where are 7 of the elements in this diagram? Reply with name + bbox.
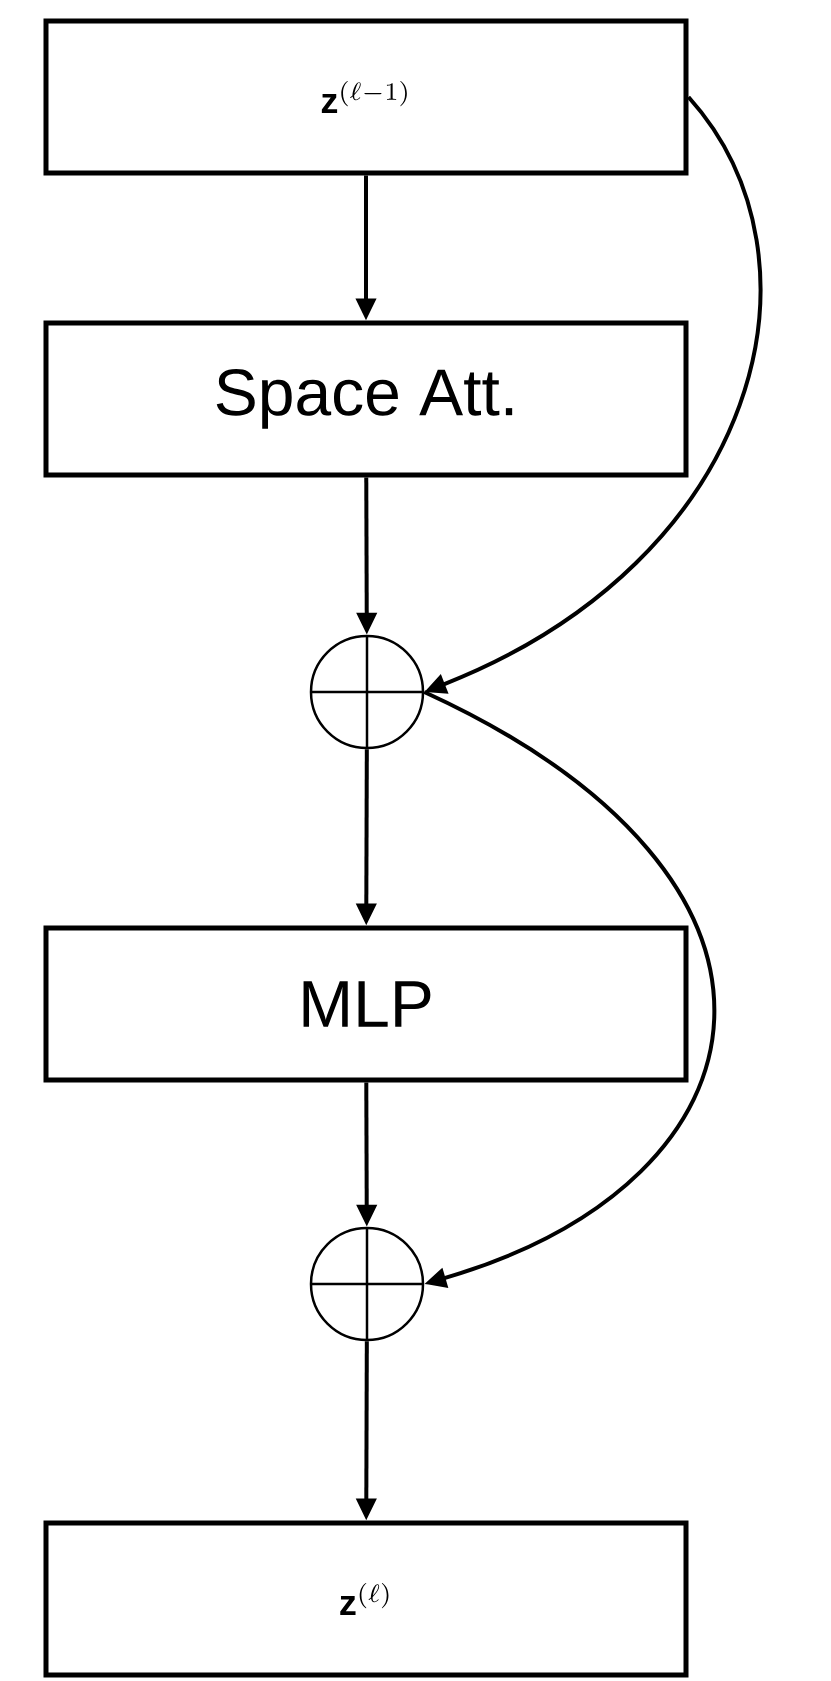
process-box: MLP xyxy=(43,925,689,1083)
process-box: Space Att. xyxy=(43,320,689,478)
sum-circle xyxy=(309,1226,425,1342)
formula-box: $\mathbf{z}^{(\ell-1)}$ xyxy=(43,18,689,176)
formula-box: $\mathbf{z}^{(\ell)}$ xyxy=(43,1520,689,1678)
sum-circle xyxy=(309,634,425,750)
arrow xyxy=(423,690,717,1288)
